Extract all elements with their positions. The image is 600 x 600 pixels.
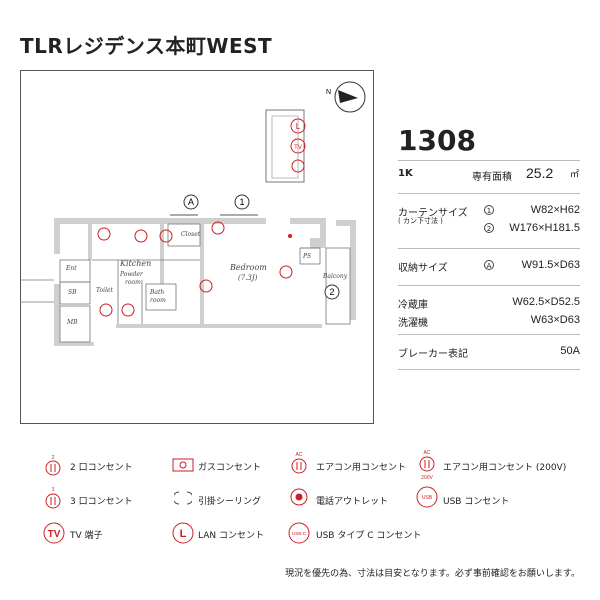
breaker-label: ブレーカー表記 [398,349,468,360]
legend-ceiling: 引掛シーリング [198,497,262,507]
ac-200v-outlet-icon: AC 200V [419,450,435,481]
usb-outlet-icon: USB [416,486,438,508]
lan-outlet-icon: L [172,522,194,544]
room-balcony: Balcony [322,273,348,280]
room-ent: Ent [65,265,77,272]
curtain-2-size: W176×H181.5 [509,222,580,234]
svg-text:AC: AC [296,452,303,458]
legend-ac: エアコン用コンセント [316,463,407,473]
area-unit: ㎡ [570,170,580,180]
washer-label: 洗濯機 [398,318,428,329]
gas-outlet-icon [172,458,194,472]
legend-usb-c: USB タイプ C コンセント [316,531,422,541]
unit-info-panel: 1308 [398,124,580,158]
svg-text:2: 2 [52,455,55,461]
room-sb: SB [68,289,77,296]
fridge-size: W62.5×D52.5 [512,296,580,308]
svg-text:USB-C: USB-C [292,531,307,536]
unit-specs: 1K 専有面積 25.2 ㎡ カーテンサイズ ( カン下寸法 ) 1 W82×H… [398,160,580,370]
floor-plan: N A [20,81,366,346]
room-powder-2: room [125,279,141,286]
curtain-2-mark: 2 [484,223,494,233]
storage-size: W91.5×D63 [521,259,580,271]
svg-text:TV: TV [48,529,61,540]
washer-size: W63×D63 [530,314,580,326]
legend-phone: 電話アウトレット [316,497,389,507]
curtain-1-size: W82×H62 [530,204,580,216]
usb-c-outlet-icon: USB-C [288,522,310,544]
room-mb: MB [66,319,78,326]
storage-mark: A [484,260,494,270]
room-powder-1: Powder [119,271,144,278]
outlet-3-icon: 3 [45,487,61,509]
area-label: 専有面積 [472,172,512,183]
unit-type: 1K [398,168,413,179]
legend-gas: ガスコンセント [198,463,262,473]
svg-text:AC: AC [424,450,431,456]
page-title: TLRレジデンス本町WEST [20,34,273,58]
room-toilet: Toilet [96,287,114,294]
floor-plan-frame [20,70,374,424]
svg-text:USB: USB [422,495,433,501]
room-closet: Closet [181,231,201,238]
area-value: 25.2 [526,165,554,181]
svg-text:200V: 200V [421,475,433,481]
legend-tv: TV 端子 [70,531,103,541]
room-bedroom: Bedroom [229,263,267,272]
tv-terminal-icon: TV [43,522,65,544]
legend-lan: LAN コンセント [198,531,264,541]
room-ps: PS [302,253,311,260]
storage-label: 収納サイズ [398,263,448,274]
ac-outlet-icon: AC [291,452,307,474]
room-bath-1: Bath [149,289,164,296]
curtain-sublabel: ( カン下寸法 ) [398,217,443,225]
plan-tv-label: TV [294,145,302,151]
legend-usb: USB コンセント [443,497,510,507]
room-kitchen: Kitchen [119,259,151,268]
room-number: 1308 [398,124,476,157]
mark-a: A [188,197,194,207]
disclaimer-note: 現況を優先の為、寸法は目安となります。必ず事前確認をお願いします。 [285,569,580,579]
plan-lan-label: L [296,122,301,131]
curtain-label: カーテンサイズ [398,208,468,219]
mark-1: 1 [239,197,244,207]
room-bath-2: room [150,297,166,304]
svg-text:3: 3 [52,487,55,493]
phone-outlet-icon [290,488,308,506]
legend-outlet-3: 3 口コンセント [70,497,133,507]
mark-2: 2 [329,287,334,297]
room-bedroom-size: (7.3J) [238,274,258,282]
breaker-value: 50A [560,345,580,357]
legend-outlet-2: 2 口コンセント [70,463,133,473]
fridge-label: 冷蔵庫 [398,300,428,311]
ceiling-hook-icon [174,491,192,505]
svg-text:L: L [180,528,187,540]
curtain-1-mark: 1 [484,205,494,215]
north-arrow-icon: N [326,81,366,113]
north-label: N [326,89,331,96]
legend-ac-200v: エアコン用コンセント (200V) [443,463,567,473]
outlet-2-icon: 2 [45,455,61,476]
